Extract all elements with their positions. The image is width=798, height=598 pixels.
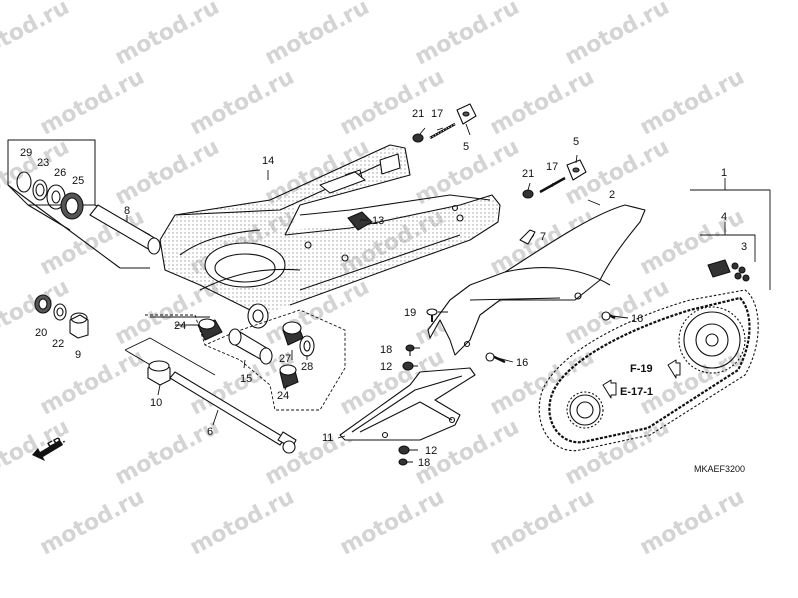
bolt-16-center [485,352,506,364]
callout-1: 1 [721,167,727,179]
seal-20 [34,294,52,314]
callout-17-upper: 17 [431,108,443,120]
washer-22 [53,303,67,321]
bearing-24-lower [279,364,299,389]
drive-sprocket [566,391,604,429]
callout-24-lower: 24 [277,390,289,402]
callout-12-lower: 12 [425,445,437,457]
callout-6: 6 [207,426,213,438]
adjuster-5-upper [456,103,477,125]
rubber-13 [347,211,373,231]
callout-27: 27 [279,353,291,365]
screw-19 [426,308,438,322]
callout-3: 3 [741,241,747,253]
bolt-16-right [601,311,616,321]
chain-slider-11 [339,367,476,441]
chain-guard-2 [427,204,646,356]
callout-21-upper: 21 [412,108,424,120]
bolt-17-upper [429,122,456,140]
callout-28: 28 [301,361,313,373]
callout-4: 4 [721,211,727,223]
callout-14: 14 [262,155,274,167]
callout-9: 9 [75,349,81,361]
collar-9 [69,312,89,339]
nut-21-lower [522,189,534,199]
callout-22: 22 [52,338,64,350]
callout-26: 26 [54,167,66,179]
callout-25: 25 [72,175,84,187]
bearing-25 [60,192,84,220]
collar-15 [228,328,273,365]
collar-8 [89,204,161,255]
callout-17-lower: 17 [546,161,558,173]
callout-29: 29 [20,147,32,159]
nut-12-upper [402,361,414,371]
screw-18-upper [405,344,415,356]
callout-18-upper: 18 [380,344,392,356]
pivot-group-outline [145,309,346,411]
seal-29 [16,171,32,193]
screw-18-lower [398,458,408,466]
ring-23 [32,179,48,201]
ref-arrow-e171 [602,379,617,399]
swingarm-14 [159,144,501,329]
callout-15: 15 [240,373,252,385]
callout-21-lower: 21 [522,168,534,180]
ref-label-e171: E-17-1 [620,386,653,398]
callout-5-lower: 5 [573,136,579,148]
callout-20: 20 [35,327,47,339]
nut-21-upper [412,133,424,143]
pivot-bolt-6 [169,371,297,454]
collar-10 [147,360,171,386]
nut-12-lower [398,445,410,455]
callout-leaders [126,123,771,463]
bearing-24-upper [197,318,223,341]
callout-13: 13 [372,215,384,227]
seal-28 [299,335,315,357]
ref-label-f19: F-19 [630,363,653,375]
callout-18-lower: 18 [418,457,430,469]
diagram-code: MKAEF3200 [694,464,745,474]
callout-16-center: 16 [516,357,528,369]
callout-12-upper: 12 [380,361,392,373]
driven-sprocket [678,306,746,374]
callout-11: 11 [322,432,333,444]
callout-16-right: 16 [631,313,643,325]
callout-7: 7 [540,231,546,243]
bearing-27 [282,321,304,346]
callout-23: 23 [37,157,49,169]
ref-arrow-f19 [667,359,681,379]
callout-10: 10 [150,397,162,409]
callout-8: 8 [124,205,130,217]
callout-19: 19 [404,307,416,319]
direction-label: FR. [46,434,67,453]
drive-chain-1 [538,289,759,452]
master-link-3 [707,259,750,282]
callout-5-upper: 5 [463,141,469,153]
adjuster-5-lower [566,159,587,181]
front-direction-arrow [32,440,63,461]
callout-2: 2 [609,189,615,201]
clip-7 [519,229,536,245]
callout-24-upper: 24 [174,320,186,332]
